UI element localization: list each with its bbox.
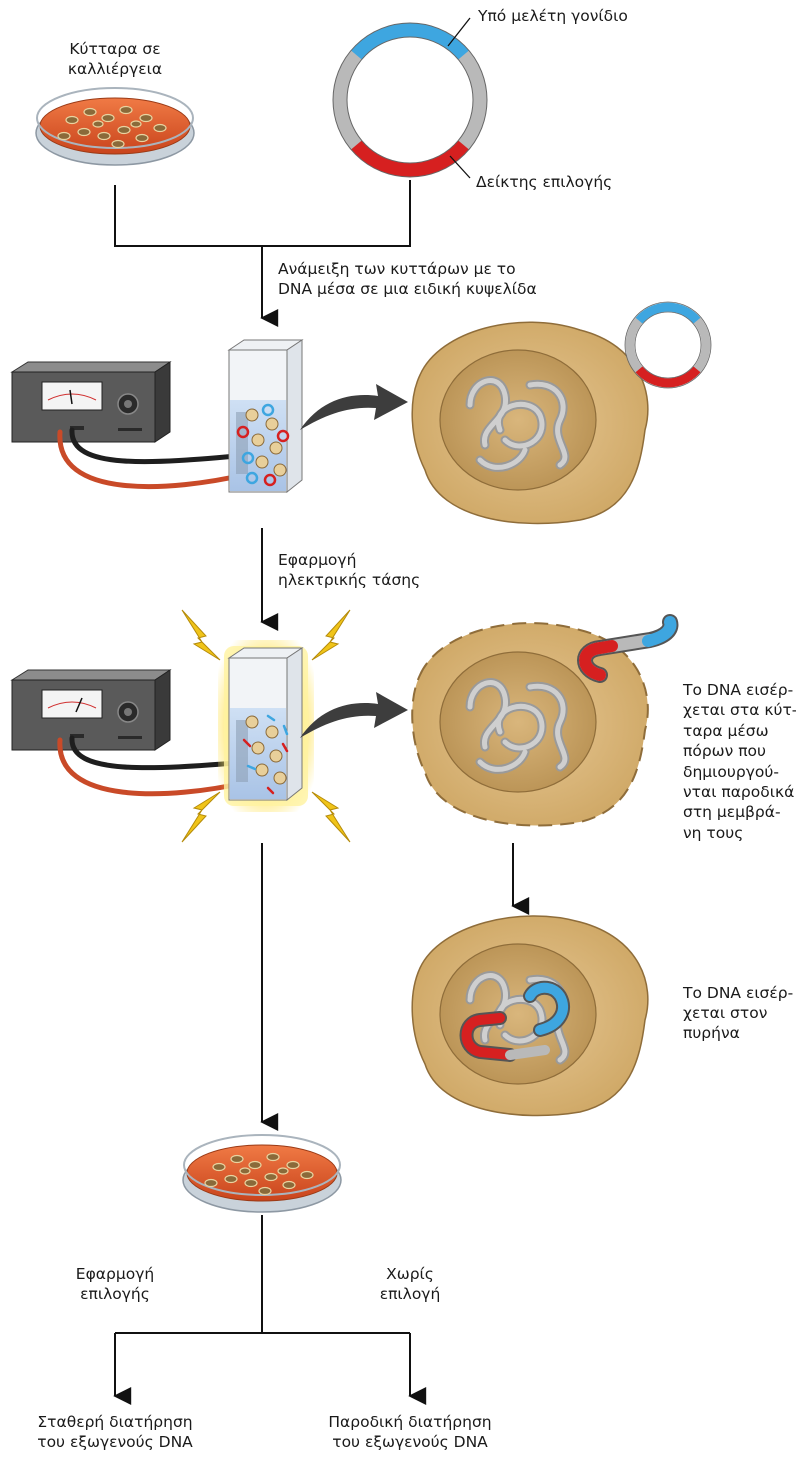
label-line: Ανάμειξη των κυττάρων με το <box>278 260 516 278</box>
label-line: Εφαρμογή <box>75 1265 155 1283</box>
cell-2 <box>411 614 679 827</box>
label-line: Εφαρμογή <box>278 551 357 569</box>
label-line: του εξωγενούς DNA <box>37 1433 193 1451</box>
label-line: νται παροδικά <box>683 783 795 802</box>
label-dna-enters-cells: Το DNA εισέρ- χεται στα κύτ- ταρα μέσω π… <box>683 680 796 843</box>
label-voltage-step: Εφαρμογή ηλεκτρικής τάσης <box>278 550 420 590</box>
label-line: Σταθερή διατήρηση <box>37 1413 193 1431</box>
label-line: στη μεμβρά- <box>683 803 781 822</box>
label-line: επιλογή <box>379 1285 441 1303</box>
label-line: Δείκτης επιλογής <box>476 173 613 191</box>
gene-leader-line <box>447 17 471 47</box>
power-supply-1 <box>10 361 172 443</box>
label-line: DNA μέσα σε μια ειδική κυψελίδα <box>278 280 537 298</box>
label-line: πόρων που <box>683 742 767 761</box>
label-selection-marker: Δείκτης επιλογής <box>476 172 612 192</box>
label-line: Το DNA εισέρ- <box>683 984 794 1002</box>
label-line: Χωρίς <box>386 1265 434 1283</box>
label-line: χεται στον <box>683 1004 768 1022</box>
cuvette-1 <box>227 339 304 494</box>
label-mix-step: Ανάμειξη των κυττάρων με το DNA μέσα σε … <box>278 259 537 299</box>
petri-dish-top <box>35 87 195 166</box>
label-line: δημιουργού- <box>683 762 779 781</box>
leads-2 <box>57 735 251 797</box>
label-line: πυρήνα <box>683 1024 740 1042</box>
power-supply-2 <box>10 669 172 751</box>
label-stable-maintenance: Σταθερή διατήρηση του εξωγενούς DNA <box>10 1412 220 1452</box>
leads-1 <box>57 427 251 490</box>
cell-3 <box>411 915 649 1117</box>
split-connector <box>115 1215 410 1334</box>
label-apply-selection: Εφαρμογή επιλογής <box>40 1264 190 1304</box>
plasmid-small <box>624 301 712 389</box>
plasmid-top <box>332 22 488 178</box>
zoom-arrow-1 <box>300 384 408 430</box>
label-line: Υπό μελέτη γονίδιο <box>478 7 628 25</box>
merge-connector <box>114 180 411 247</box>
label-cells-in-culture: Κύτταρα σε καλλιέργεια <box>40 39 190 79</box>
label-line: Παροδική διατήρηση <box>328 1413 492 1431</box>
zoom-arrow-2 <box>300 692 408 738</box>
label-no-selection: Χωρίς επιλογή <box>335 1264 485 1304</box>
label-line: επιλογής <box>80 1285 150 1303</box>
label-gene-under-study: Υπό μελέτη γονίδιο <box>478 6 628 26</box>
spark-icon <box>181 609 351 843</box>
label-line: ταρα μέσω <box>683 721 769 740</box>
label-line: Το DNA εισέρ- <box>683 681 794 699</box>
label-line: Κύτταρα σε <box>69 40 161 58</box>
cuvette-2 <box>227 647 304 802</box>
label-line: νη τους <box>683 823 744 842</box>
label-line: καλλιέργεια <box>67 60 163 78</box>
cell-1 <box>411 321 649 525</box>
label-line: χεται στα κύτ- <box>683 701 796 720</box>
marker-leader-line <box>449 155 471 179</box>
label-line: ηλεκτρικής τάσης <box>278 571 421 589</box>
label-transient-maintenance: Παροδική διατήρηση του εξωγενούς DNA <box>305 1412 515 1452</box>
petri-dish-bottom <box>182 1134 342 1213</box>
label-line: του εξωγενούς DNA <box>332 1433 488 1451</box>
label-dna-enters-nucleus: Το DNA εισέρ- χεται στον πυρήνα <box>683 983 793 1043</box>
